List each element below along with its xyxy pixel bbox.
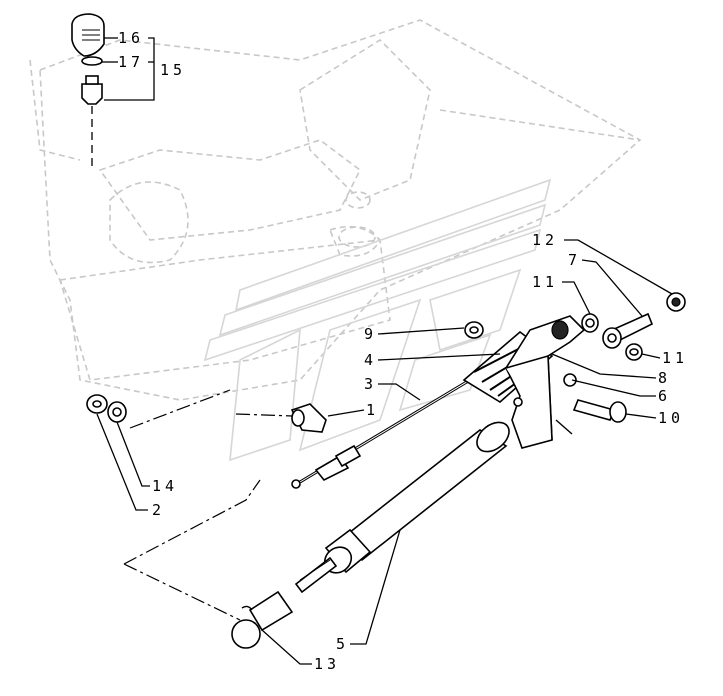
- callout-11-lower: 11: [662, 349, 688, 367]
- nut-part-9: [464, 321, 484, 339]
- control-cable-part-3: [291, 378, 471, 489]
- lever-bracket-part-8: [505, 315, 586, 449]
- callout-9: 9: [364, 325, 377, 343]
- callout-3: 3: [364, 375, 377, 393]
- washer-part-14: [107, 401, 127, 423]
- callout-11-upper: 11: [532, 273, 558, 291]
- callout-17: 17: [118, 53, 144, 71]
- bolt-part-10: [572, 399, 627, 423]
- hydraulic-cylinder-part-5: [294, 421, 510, 594]
- callout-10: 10: [658, 409, 684, 427]
- washer-part-2: [86, 394, 108, 414]
- knob-part-13: [231, 590, 294, 649]
- washer-part-11-upper: [581, 313, 599, 333]
- callout-labels: 16 17 15 1 2 14 3 4 9 5 13 8 6 10 11 11 …: [118, 29, 688, 673]
- callout-12: 12: [532, 231, 558, 249]
- pin-part-1: [290, 403, 327, 433]
- background-frame-ghost: [29, 19, 642, 401]
- washer-part-11-lower: [625, 343, 643, 361]
- breather-cap-assembly: [71, 13, 105, 170]
- callout-4: 4: [364, 351, 377, 369]
- callout-15: 15: [160, 61, 186, 79]
- leader-lines: [96, 37, 673, 665]
- callout-8: 8: [658, 369, 671, 387]
- callout-7: 7: [568, 251, 581, 269]
- callout-5: 5: [336, 635, 349, 653]
- callout-2: 2: [152, 501, 165, 519]
- eye-bolt-part-7: [602, 312, 654, 349]
- callout-1: 1: [366, 401, 379, 419]
- callout-6: 6: [658, 387, 671, 405]
- assembly-centre-lines: [123, 389, 293, 621]
- callout-16: 16: [118, 29, 144, 47]
- callout-13: 13: [314, 655, 340, 673]
- callout-14: 14: [152, 477, 178, 495]
- washer-part-12: [666, 292, 686, 312]
